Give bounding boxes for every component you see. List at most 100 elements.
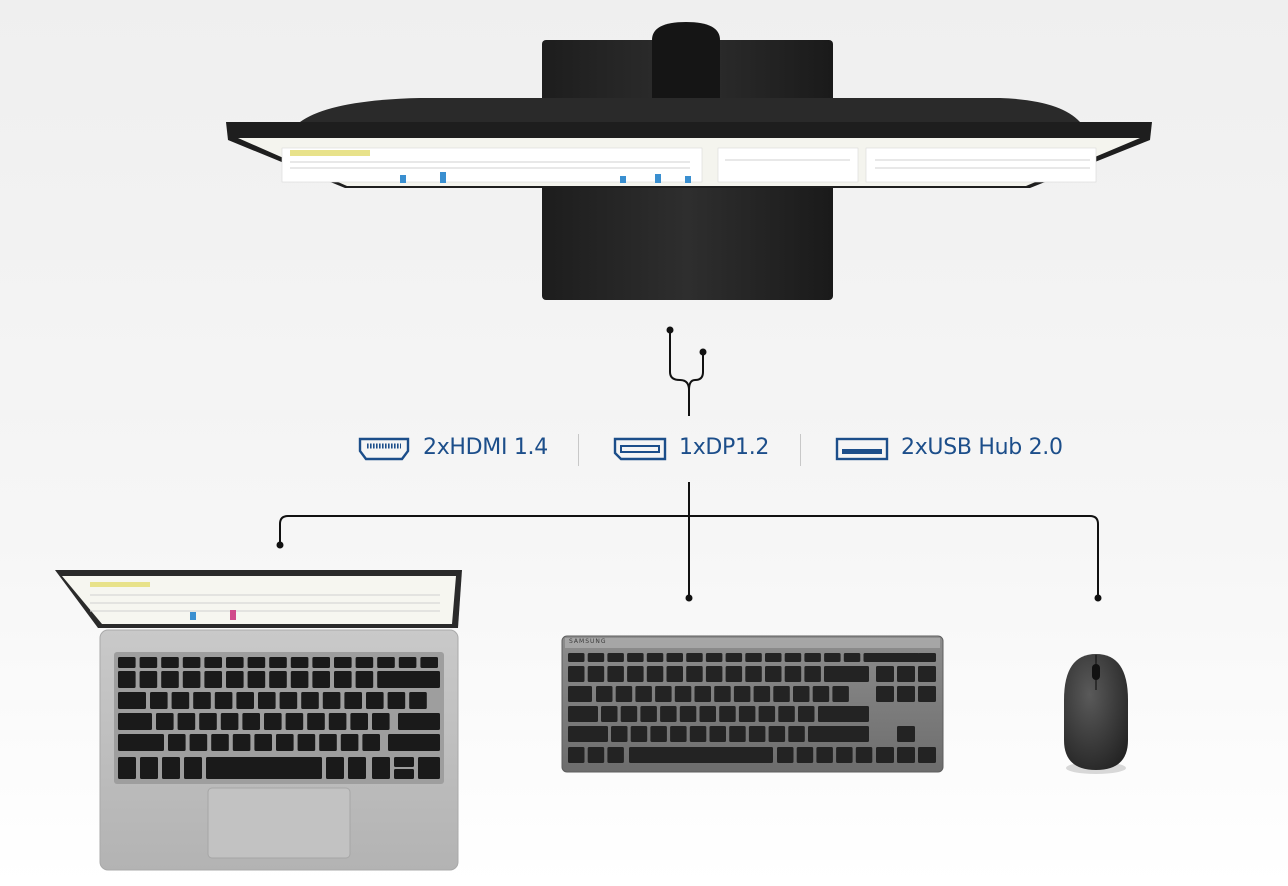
key (719, 706, 736, 722)
key (348, 757, 366, 779)
key (568, 726, 608, 742)
key (418, 757, 440, 779)
key (322, 692, 341, 709)
key (366, 692, 384, 709)
key (193, 692, 211, 709)
key (729, 726, 746, 742)
key (660, 706, 677, 722)
hdmi-port-label: 2xHDMI 1.4 (423, 435, 548, 460)
key (601, 706, 618, 722)
key (686, 653, 703, 662)
key (162, 757, 180, 779)
usb-port-label: 2xUSB Hub 2.0 (901, 435, 1063, 460)
laptop-keys (118, 657, 440, 779)
key (118, 692, 146, 709)
laptop-screen-bar (230, 610, 236, 620)
key (897, 686, 915, 702)
key (118, 734, 164, 751)
key (394, 757, 414, 767)
displayport-icon (613, 437, 667, 461)
key (627, 666, 644, 682)
key (824, 653, 841, 662)
key (182, 671, 201, 688)
keyboard-brand: SAMSUNG (569, 638, 607, 645)
key (297, 734, 316, 751)
key (285, 713, 304, 730)
key (629, 747, 773, 763)
key (276, 734, 294, 751)
screen-chart-bar (655, 174, 661, 183)
key (725, 653, 743, 662)
key (258, 692, 276, 709)
key (326, 757, 344, 779)
key (150, 692, 168, 709)
key (796, 747, 814, 763)
screen-chart-bar (440, 172, 446, 183)
key (568, 686, 592, 702)
key (832, 686, 849, 702)
key (655, 686, 672, 702)
key (615, 686, 633, 702)
key (568, 706, 598, 722)
key (568, 653, 585, 662)
key (177, 713, 196, 730)
key (808, 726, 869, 742)
key (156, 713, 174, 730)
key (650, 726, 667, 742)
laptop-screen-highlight (90, 582, 150, 587)
monitor (226, 22, 1152, 300)
key (301, 692, 319, 709)
key (620, 706, 638, 722)
key (328, 713, 347, 730)
laptop-connector-dot (276, 541, 284, 549)
key (733, 686, 751, 702)
key (319, 734, 337, 751)
cable-connector-dot (666, 326, 674, 334)
key (611, 726, 628, 742)
mouse-scroll-wheel (1092, 664, 1100, 680)
mouse-connector-dot (1094, 594, 1102, 602)
key (646, 653, 664, 662)
key (765, 666, 782, 682)
key (236, 692, 254, 709)
key (350, 713, 368, 730)
mouse-body (1064, 654, 1128, 770)
key (171, 692, 190, 709)
key (918, 747, 936, 763)
monitor-stand-neck (652, 22, 720, 98)
key (182, 657, 201, 668)
key (793, 686, 810, 702)
key (646, 666, 664, 682)
key (388, 734, 440, 751)
key (269, 671, 287, 688)
key (836, 747, 853, 763)
key (279, 692, 298, 709)
displayport-label: 1xDP1.2 (679, 435, 770, 460)
key (635, 686, 652, 702)
screen-chart-bar (620, 176, 626, 183)
key (568, 747, 585, 763)
key (596, 686, 613, 702)
key (372, 713, 390, 730)
key (689, 726, 707, 742)
key (897, 726, 915, 742)
key (226, 657, 244, 668)
key (334, 657, 352, 668)
key (897, 747, 915, 763)
key (204, 657, 222, 668)
key (394, 769, 414, 779)
keyboard-connector-dot (685, 594, 693, 602)
key (670, 726, 687, 742)
key (264, 713, 282, 730)
screen-panel (717, 147, 859, 183)
key (247, 657, 266, 668)
key (709, 726, 726, 742)
screen-highlight (290, 150, 370, 156)
key (714, 686, 731, 702)
key (387, 692, 406, 709)
keyboard-top-strip (565, 638, 940, 648)
key (876, 747, 894, 763)
laptop-screen (62, 576, 456, 624)
key (784, 666, 802, 682)
key (640, 706, 657, 722)
